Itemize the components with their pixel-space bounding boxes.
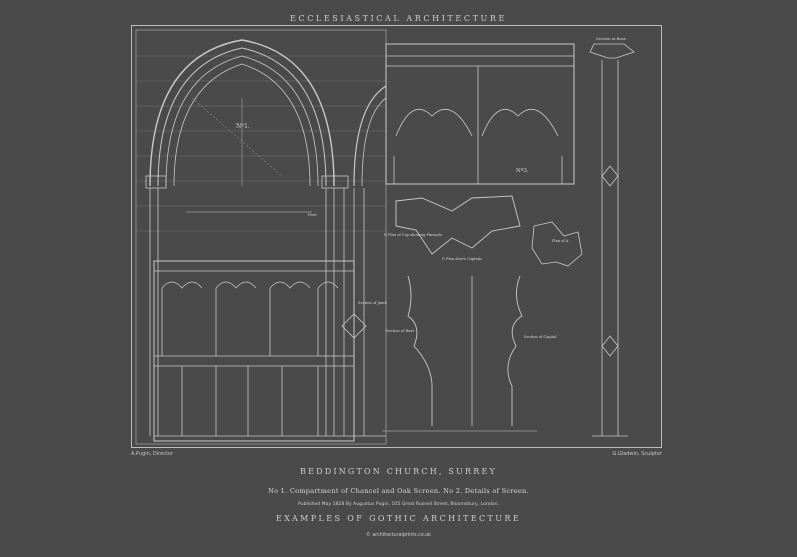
publication-line: Published May 1828 By Augustus Pugin, 10…	[298, 502, 499, 507]
page-title: ECCLESIASTICAL ARCHITECTURE	[290, 14, 507, 23]
label-plan-cap-center: D Plan above Capitals	[442, 257, 482, 261]
label-plan-cap-left: D Plan of Cap showing Pinnacle	[384, 233, 442, 237]
label-section-at-base: Section at Base	[596, 36, 627, 41]
label-section-base: Section of Base	[386, 329, 414, 333]
label-section-capital: Section of Capital	[524, 335, 557, 339]
label-no3: Nº3.	[516, 167, 529, 174]
plate-subtitle: No 1. Compartment of Chancel and Oak Scr…	[268, 487, 529, 495]
series-title: EXAMPLES OF GOTHIC ARCHITECTURE	[275, 514, 522, 523]
label-no1: Nº1.	[236, 123, 250, 130]
church-title: BEDDINGTON CHURCH, SURREY	[300, 467, 497, 476]
credit-sculptor: G.Gladwin, Sculptor	[612, 451, 662, 457]
engraving-plate: Nº1. Nº3. Feet D Plan of Cap showing Pin…	[131, 25, 662, 448]
gothic-elevation-drawing: Nº1. Nº3. Feet D Plan of Cap showing Pin…	[135, 29, 635, 445]
label-feet: Feet	[308, 212, 317, 217]
website-credit[interactable]: © architecturalprints.co.uk	[366, 533, 431, 538]
label-plan-of: Plan of A	[552, 239, 569, 243]
credit-director: A.Pugin, Director	[131, 451, 174, 457]
label-section-jamb: Section of Jamb	[358, 301, 387, 305]
